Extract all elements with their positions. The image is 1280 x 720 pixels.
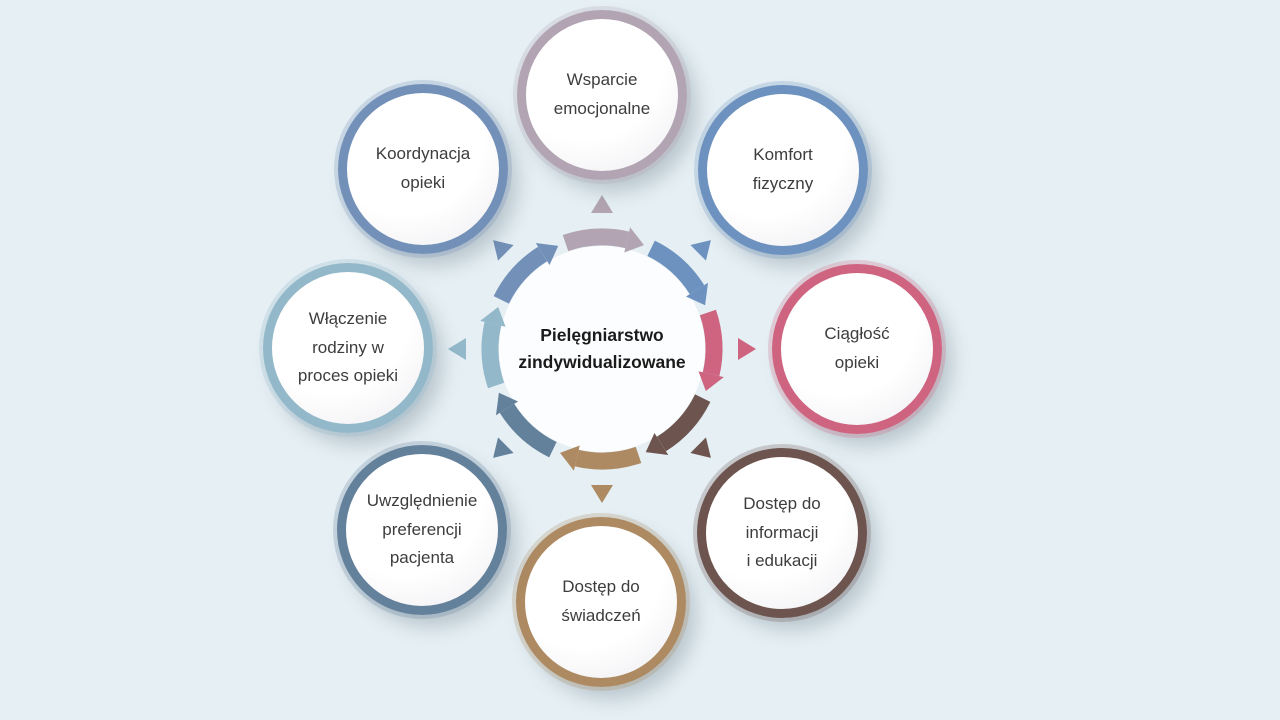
node-label-dostep-do-swiadczen: Dostęp do świadczeń	[561, 577, 641, 625]
pointer-arrow-wlaczenie-rodziny-icon	[448, 338, 466, 360]
ring-segment-dostep-do-swiadczen	[574, 446, 642, 470]
ring-segment-preferencje-pacjenta	[499, 403, 557, 458]
ring-arrowhead-koordynacja-opieki-icon	[535, 242, 559, 266]
ring-segment-wsparcie-emocjonalne	[562, 228, 630, 252]
node-wsparcie-emocjonalne: Wsparcie emocjonalne	[517, 10, 687, 180]
node-label-komfort-fizyczny: Komfort fizyczny	[752, 145, 814, 193]
pointer-arrow-dostep-do-swiadczen-icon	[591, 485, 613, 503]
node-dostep-do-informacji: Dostęp do informacji i edukacji	[697, 448, 867, 618]
ring-arrowhead-komfort-fizyczny-icon	[685, 282, 709, 306]
node-preferencje-pacjenta: Uwzględnienie preferencji pacjenta	[337, 445, 507, 615]
pointer-arrow-ciaglosc-opieki-icon	[738, 338, 756, 360]
ring-segment-koordynacja-opieki	[493, 246, 548, 304]
ring-segment-komfort-fizyczny	[647, 240, 705, 295]
ring-arrowhead-wsparcie-emocjonalne-icon	[624, 227, 644, 253]
node-dostep-do-swiadczen: Dostęp do świadczeń	[516, 517, 686, 687]
node-label-wsparcie-emocjonalne: Wsparcie emocjonalne	[553, 70, 651, 118]
node-ciaglosc-opieki: Ciągłość opieki	[772, 264, 942, 434]
pointer-arrow-preferencje-pacjenta-icon	[493, 437, 514, 458]
pointer-arrow-komfort-fizyczny-icon	[690, 240, 711, 261]
node-koordynacja-opieki: Koordynacja opieki	[338, 84, 508, 254]
node-label-koordynacja-opieki: Koordynacja opieki	[375, 144, 471, 192]
node-label-preferencje-pacjenta: Uwzględnienie preferencji pacjenta	[366, 490, 478, 568]
node-label-ciaglosc-opieki: Ciągłość opieki	[824, 324, 890, 372]
ring-arrowhead-dostep-do-swiadczen-icon	[560, 445, 580, 471]
ring-segment-dostep-do-informacji	[656, 394, 711, 452]
node-wlaczenie-rodziny: Włączenie rodziny w proces opieki	[263, 263, 433, 433]
ring-segment-wlaczenie-rodziny	[481, 321, 505, 389]
ring-arrowhead-preferencje-pacjenta-icon	[495, 392, 519, 416]
node-label-wlaczenie-rodziny: Włączenie rodziny w proces opieki	[297, 308, 399, 386]
node-label-dostep-do-informacji: Dostęp do informacji i edukacji	[743, 493, 821, 571]
pointer-arrow-koordynacja-opieki-icon	[493, 240, 514, 261]
pointer-arrow-dostep-do-informacji-icon	[690, 437, 711, 458]
node-komfort-fizyczny: Komfort fizyczny	[698, 85, 868, 255]
ring-segment-ciaglosc-opieki	[699, 309, 723, 377]
pointer-arrow-wsparcie-emocjonalne-icon	[591, 195, 613, 213]
center-title: Pielęgniarstwo zindywidualizowane	[518, 325, 686, 373]
ring-arrowhead-dostep-do-informacji-icon	[645, 432, 669, 456]
